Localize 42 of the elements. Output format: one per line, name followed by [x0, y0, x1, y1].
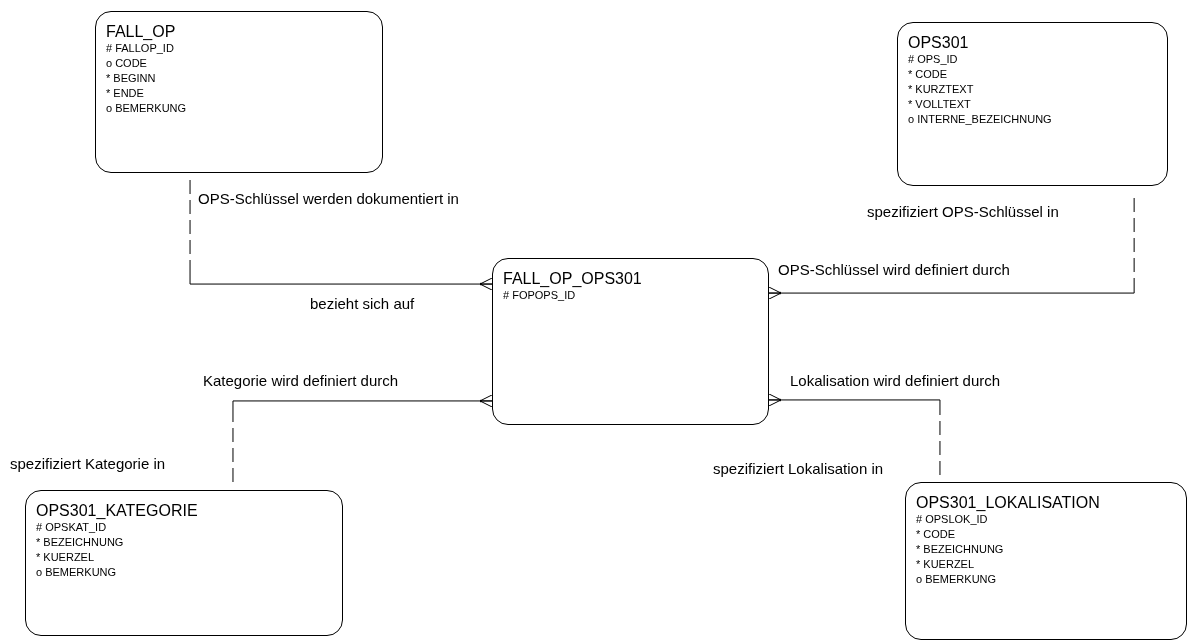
attribute-name: * BEZEICHNUNG — [916, 542, 1004, 557]
attribute-name: # OPSLOK_ID — [916, 512, 988, 527]
attribute-name: * CODE — [908, 67, 948, 82]
attribute-name: # FALLOP_ID — [106, 41, 174, 56]
attribute-name: * VOLLTEXT — [908, 97, 971, 112]
edge-label: Lokalisation wird definiert durch — [790, 372, 1001, 389]
attribute-name: * KURZTEXT — [908, 82, 974, 97]
edge-label: OPS-Schlüssel wird definiert durch — [778, 261, 1010, 278]
entity-box — [492, 258, 769, 425]
attribute-name: * KUERZEL — [36, 550, 95, 565]
relationship-line — [189, 179, 493, 291]
entity-box — [25, 490, 343, 636]
entity-box — [905, 482, 1187, 640]
edge-label: Kategorie wird definiert durch — [203, 372, 399, 389]
attribute-name: # FOPOPS_ID — [503, 288, 576, 303]
attribute-name: o BEMERKUNG — [106, 101, 187, 116]
entity-box — [95, 11, 383, 173]
entity-name: OPS301_LOKALISATION — [916, 493, 1100, 512]
relationship-line — [232, 394, 493, 483]
attribute-name: # OPSKAT_ID — [36, 520, 107, 535]
attribute-name: * BEGINN — [106, 71, 156, 86]
attribute-name: o BEMERKUNG — [36, 565, 117, 580]
entity-box — [897, 22, 1168, 186]
entity-name: OPS301_KATEGORIE — [36, 501, 198, 520]
attribute-name: o BEMERKUNG — [916, 572, 997, 587]
role-label: spezifiziert OPS-Schlüssel in — [867, 203, 1059, 220]
attribute-name: * BEZEICHNUNG — [36, 535, 124, 550]
attribute-name: * CODE — [916, 527, 956, 542]
entity-name: OPS301 — [908, 33, 969, 52]
relationship-line — [768, 393, 941, 476]
attribute-name: o INTERNE_BEZEICHNUNG — [908, 112, 1052, 127]
role-label: OPS-Schlüssel werden dokumentiert in — [198, 190, 459, 207]
entity-name: FALL_OP_OPS301 — [503, 269, 642, 288]
role-label: spezifiziert Kategorie in — [10, 455, 166, 472]
edge-label: bezieht sich auf — [310, 295, 415, 312]
entity-name: FALL_OP — [106, 22, 176, 41]
attribute-name: * KUERZEL — [916, 557, 975, 572]
attribute-name: o CODE — [106, 56, 147, 71]
role-label: spezifiziert Lokalisation in — [713, 460, 884, 477]
attribute-name: * ENDE — [106, 86, 144, 101]
relationship-line — [768, 197, 1135, 300]
attribute-name: # OPS_ID — [908, 52, 958, 67]
